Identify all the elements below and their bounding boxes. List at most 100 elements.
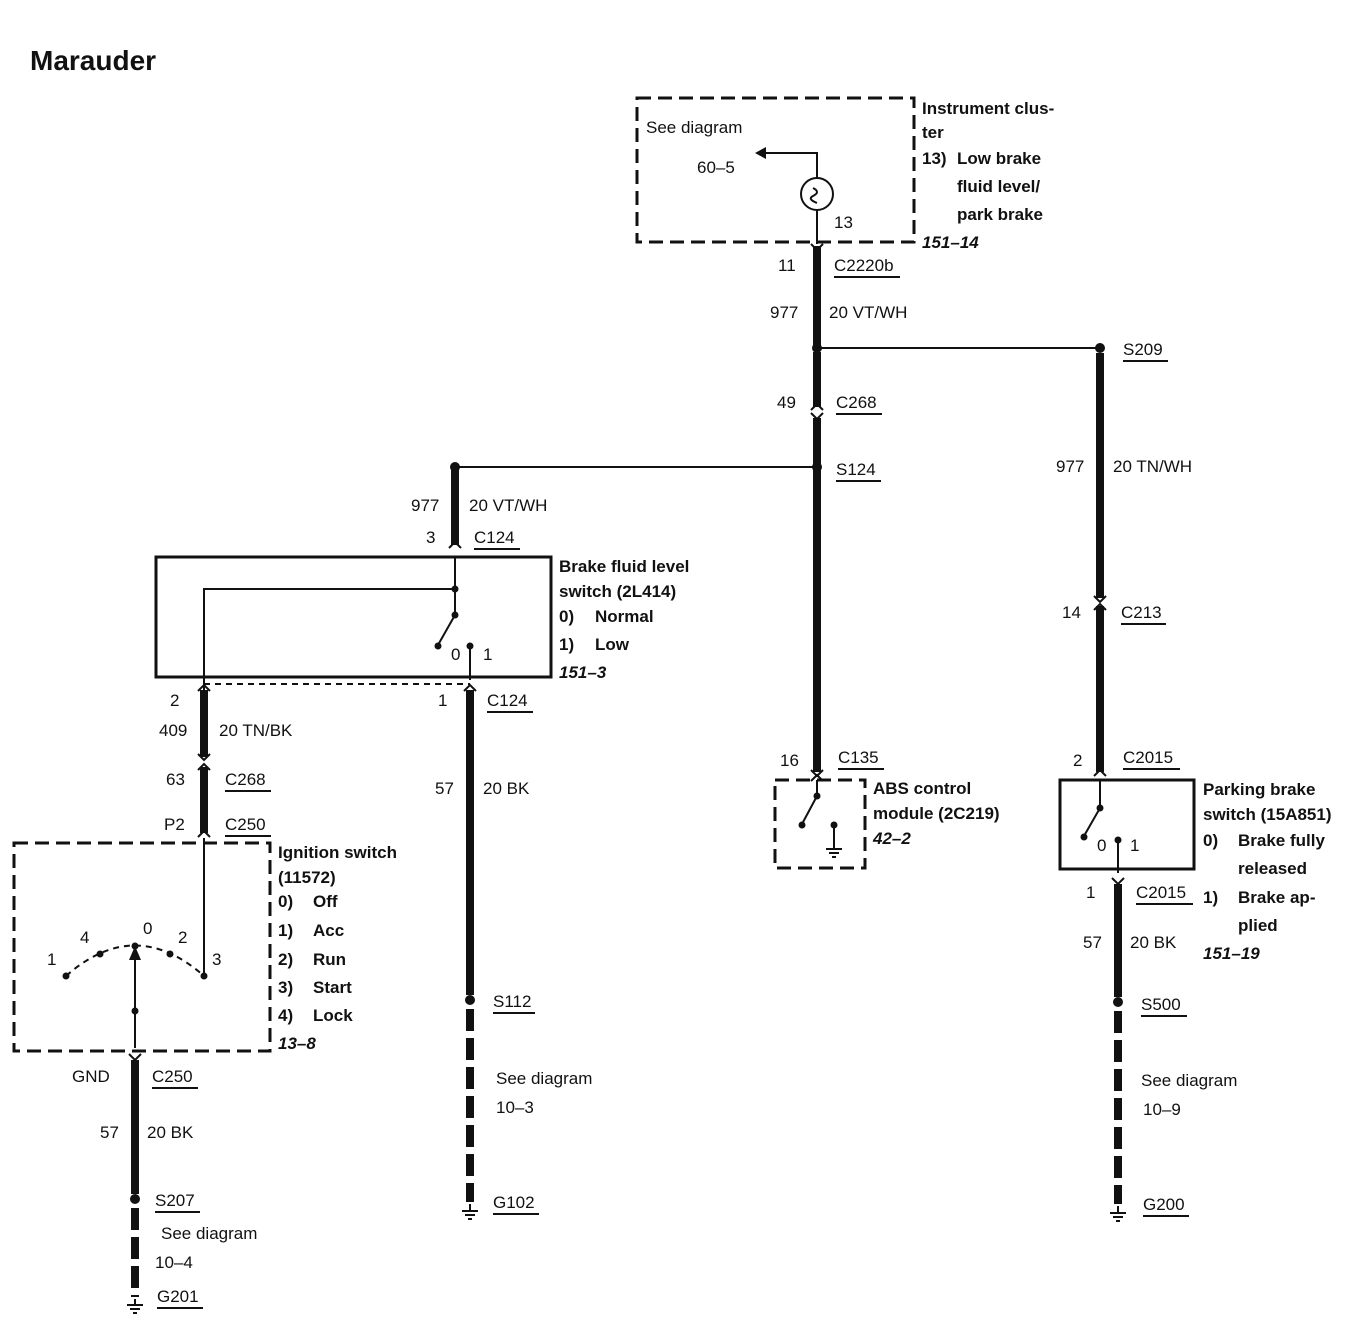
bf-switch-pos-1: 1 [483, 645, 492, 664]
c268-top-pin: 49 [777, 393, 796, 412]
wire-977-spec-top: 20 VT/WH [829, 303, 907, 322]
pb-page-ref: 151–19 [1203, 944, 1260, 963]
brake-fluid-switch: 0 1 Brake fluid level switch (2L414) 0) … [154, 555, 689, 690]
pb-state-0-num: 0) [1203, 831, 1218, 850]
parking-brake-switch-box [1058, 778, 1196, 871]
pb-state-0-1: Brake fully [1238, 831, 1325, 850]
ign-pos-0: Off [313, 892, 338, 911]
connector-chevron-icon [810, 773, 824, 782]
wire-977-left-spec: 20 VT/WH [469, 496, 547, 515]
ign-pos-4-num: 4) [278, 1006, 293, 1025]
ign-pos-1: Acc [313, 921, 344, 940]
ground-g201-icon [127, 1299, 143, 1314]
ign-contact-4: 4 [80, 928, 89, 947]
ign-page-ref: 13–8 [278, 1034, 316, 1053]
cluster-see-diagram: See diagram [646, 118, 742, 137]
lamp-filament-icon [809, 187, 818, 204]
contact-4-dot [96, 950, 104, 958]
wire-57-right-run: 1 C2015 57 20 BK S500 See diagram 10–9 G… [1083, 877, 1237, 1222]
c135-pin: 16 [780, 751, 799, 770]
connector-chevron-icon [810, 412, 824, 421]
see-10-9-line-1: See diagram [1141, 1071, 1237, 1090]
c2015-top-name: C2015 [1123, 748, 1173, 767]
cluster-item-2: fluid level/ [957, 177, 1040, 196]
bf-state-0: Normal [595, 607, 654, 626]
c2015-bottom-name: C2015 [1136, 883, 1186, 902]
switch-blade [437, 614, 456, 646]
bf-switch-pos-0: 0 [451, 645, 460, 664]
c268-bottom-name: C268 [225, 770, 266, 789]
wire-977-left-circuit: 977 [411, 496, 439, 515]
arrow-head-icon [755, 147, 766, 159]
switch-bypass-lead [203, 588, 455, 690]
pb-state-1-num: 1) [1203, 888, 1218, 907]
instrument-cluster-box [635, 96, 916, 244]
splice-s207-dot [130, 1194, 140, 1204]
contact-dot [798, 821, 806, 829]
page-title: Marauder [30, 45, 156, 76]
connector-chevron-icon [1111, 877, 1125, 886]
switch-blade [1083, 807, 1101, 837]
cluster-item-num: 13) [922, 149, 947, 168]
cluster-name-2: ter [922, 123, 944, 142]
ign-contact-2: 2 [178, 928, 187, 947]
ign-pos-0-num: 0) [278, 892, 293, 911]
wire-409-spec: 20 TN/BK [219, 721, 293, 740]
connector-chevron-icon [197, 753, 211, 762]
c268-top-name: C268 [836, 393, 877, 412]
bf-switch-name-2: switch (2L414) [559, 582, 676, 601]
pb-pos-1: 1 [1130, 836, 1139, 855]
ign-pos-2-num: 2) [278, 950, 293, 969]
center-harness: 11 C2220b 977 20 VT/WH S209 49 C268 S124 [450, 243, 1168, 778]
wire-57-left-run: GND C250 57 20 BK S207 See diagram 10–4 … [72, 1053, 257, 1314]
c2015-bottom-pin: 1 [1086, 883, 1095, 902]
switch-blade [801, 795, 818, 825]
cluster-item-1: Low brake [957, 149, 1041, 168]
ignition-switch: 1 4 0 2 3 Ignition switch (11572) 0) Off… [12, 838, 397, 1053]
c250-bottom-pin: GND [72, 1067, 110, 1086]
wire-409-circuit: 409 [159, 721, 187, 740]
see-10-4-line-1: See diagram [161, 1224, 257, 1243]
pb-pos-0: 0 [1097, 836, 1106, 855]
wire-977-tnwh-spec: 20 TN/WH [1113, 457, 1192, 476]
rotor-arrow-icon [129, 946, 141, 960]
contact-2-dot [166, 950, 174, 958]
pb-state-0-2: released [1238, 859, 1307, 878]
contact-1-dot [62, 972, 70, 980]
wire-977-circuit-top: 977 [770, 303, 798, 322]
s209-label: S209 [1123, 340, 1163, 359]
wire-57-left-spec: 20 BK [147, 1123, 194, 1142]
pb-name-1: Parking brake [1203, 780, 1315, 799]
contact-0-dot [434, 642, 442, 650]
c250-bottom-name: C250 [152, 1067, 193, 1086]
wire-409-run: 409 20 TN/BK 63 C268 P2 C250 [159, 690, 293, 838]
bf-state-0-num: 0) [559, 607, 574, 626]
s112-label: S112 [493, 992, 531, 1011]
g200-label: G200 [1143, 1195, 1185, 1214]
ign-pos-3-num: 3) [278, 978, 293, 997]
splice-dot [450, 462, 460, 472]
bf-state-1: Low [595, 635, 630, 654]
connector-chevron-icon [197, 762, 211, 771]
see-10-4-line-2: 10–4 [155, 1253, 193, 1272]
cluster-pin-13: 13 [834, 213, 853, 232]
connector-chevron-icon [1093, 602, 1107, 611]
abs-ground-icon [826, 825, 842, 858]
right-harness: 977 20 TN/WH 14 C213 2 C2015 [1056, 353, 1192, 777]
cluster-lamp-lead [765, 152, 818, 178]
connector-chevron-icon [197, 683, 211, 692]
abs-page-ref: 42–2 [872, 829, 911, 848]
g201-label: G201 [157, 1287, 199, 1306]
ign-pos-4: Lock [313, 1006, 353, 1025]
splice-s209-dot [1095, 343, 1105, 353]
c250-top-pin: P2 [164, 815, 185, 834]
c124-bottom-name: C124 [487, 691, 528, 710]
c124-top-pin: 3 [426, 528, 435, 547]
instrument-cluster: See diagram 60–5 13 Instrument clus- ter… [635, 96, 1054, 252]
connector-chevron-icon [463, 683, 477, 692]
connector-chevron-icon [197, 829, 211, 838]
splice-s500-dot [1113, 997, 1123, 1007]
see-10-3-line-1: See diagram [496, 1069, 592, 1088]
splice-s112-dot [465, 995, 475, 1005]
